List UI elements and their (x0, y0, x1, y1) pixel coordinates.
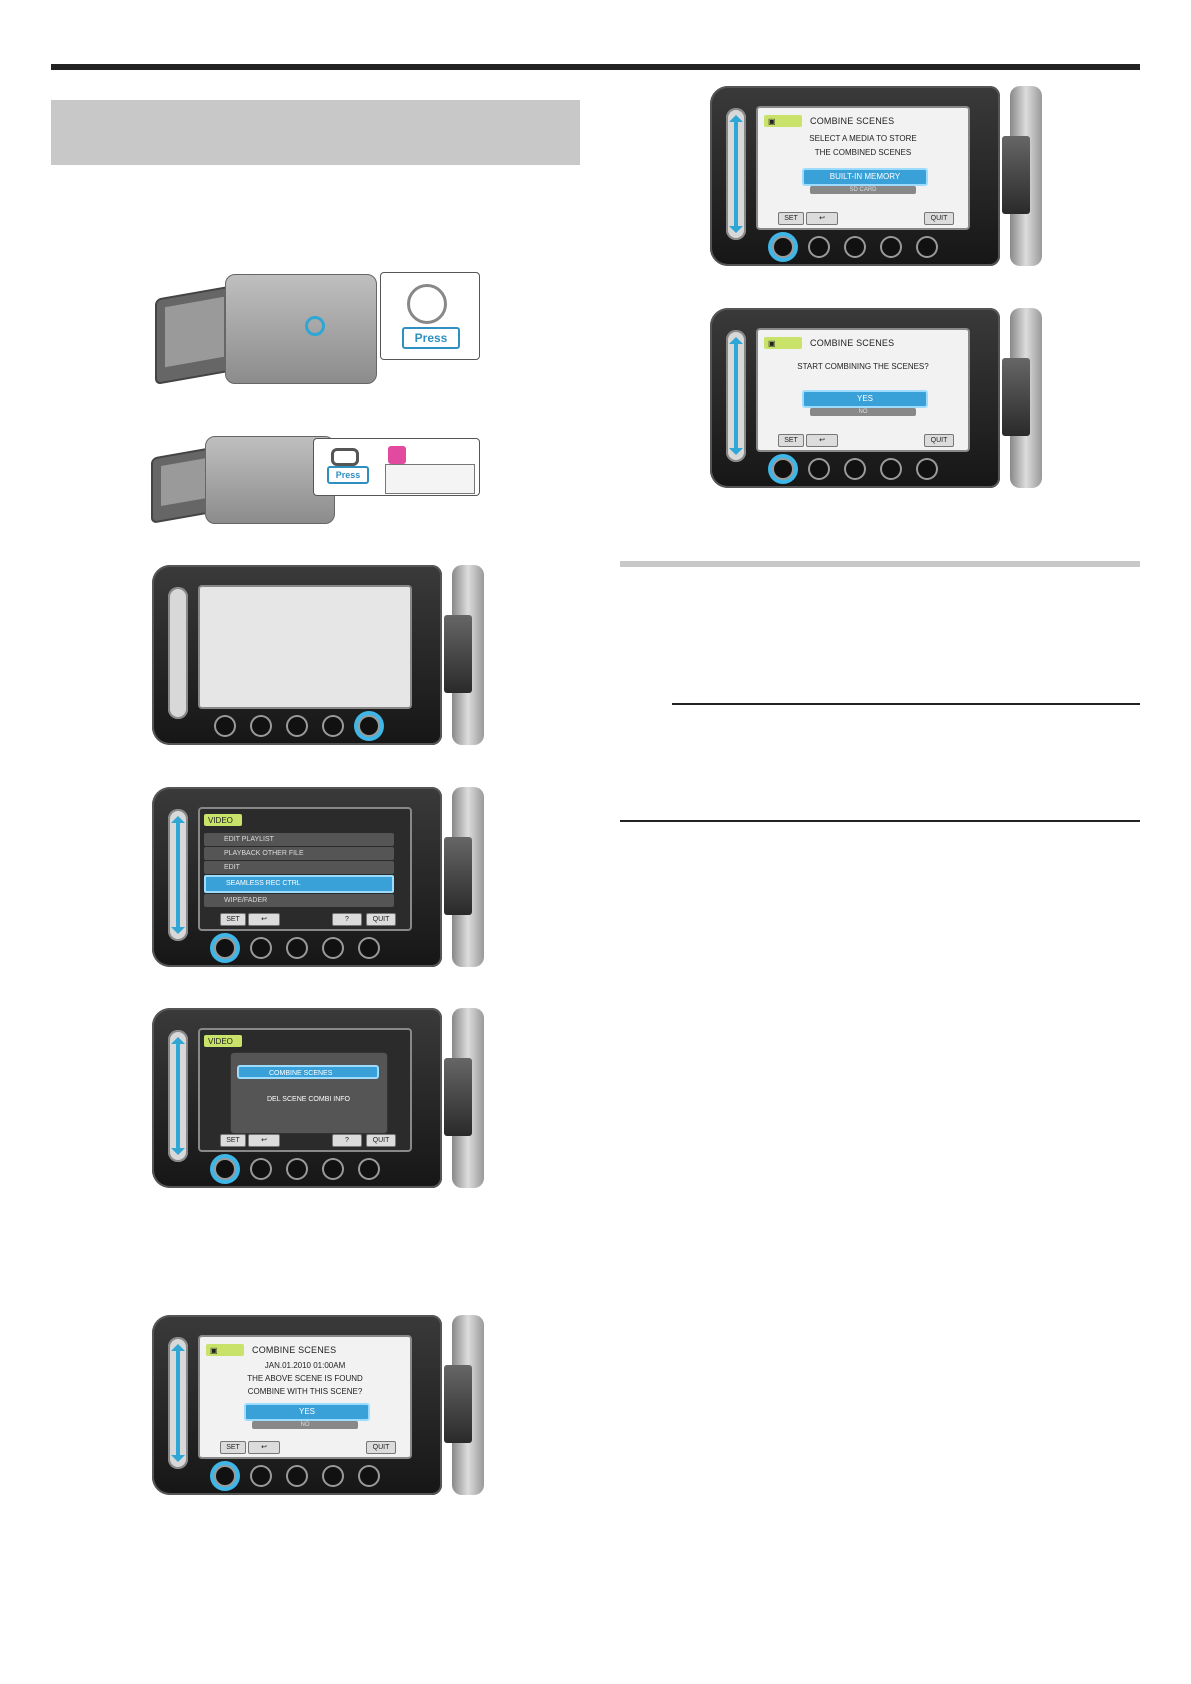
rule-line (672, 703, 1140, 705)
quit-softkey[interactable]: QUIT (924, 212, 954, 225)
menu-item[interactable]: EDIT (204, 861, 394, 874)
scene-datetime: JAN.01.2010 01:00AM (264, 1361, 346, 1370)
set-softkey[interactable]: SET (778, 434, 804, 447)
video-mode-icon (388, 446, 406, 464)
ok-button[interactable] (774, 460, 792, 478)
message-line: SELECT A MEDIA TO STORE (809, 134, 917, 143)
playback-button-icon (407, 284, 447, 324)
menu-item[interactable]: PLAYBACK OTHER FILE (204, 847, 394, 860)
rule-line (620, 820, 1140, 822)
screen-title: COMBINE SCENES (252, 1345, 337, 1355)
ok-button[interactable] (216, 939, 234, 957)
ok-button[interactable] (774, 238, 792, 256)
section-heading-bar (51, 100, 580, 165)
combine-scenes-item[interactable]: COMBINE SCENES (237, 1065, 379, 1079)
set-softkey[interactable]: SET (220, 1441, 246, 1454)
back-softkey[interactable]: ↩ (248, 1441, 280, 1454)
set-softkey[interactable]: SET (220, 913, 246, 926)
back-softkey[interactable]: ↩ (248, 913, 280, 926)
menu-button[interactable] (360, 717, 378, 735)
press-label: Press (327, 466, 369, 484)
message-line: THE ABOVE SCENE IS FOUND (247, 1374, 363, 1383)
screen-title: COMBINE SCENES (810, 116, 895, 126)
back-softkey[interactable]: ↩ (806, 212, 838, 225)
back-softkey[interactable]: ↩ (248, 1134, 280, 1147)
yes-button[interactable]: YES (802, 390, 928, 408)
no-button[interactable]: NO (252, 1421, 358, 1429)
menu-item[interactable]: EDIT PLAYLIST (204, 833, 394, 846)
menu-list: EDIT PLAYLIST PLAYBACK OTHER FILE EDIT S… (204, 833, 394, 908)
yes-button[interactable]: YES (244, 1403, 370, 1421)
ok-button[interactable] (216, 1467, 234, 1485)
set-softkey[interactable]: SET (778, 212, 804, 225)
back-softkey[interactable]: ↩ (806, 434, 838, 447)
press-label: Press (402, 327, 460, 349)
video-tab[interactable]: VIDEO (204, 814, 242, 826)
video-icon: ▣ (764, 115, 802, 127)
camcorder-mode-illustration: Press (145, 430, 480, 530)
submenu-popup: COMBINE SCENES DEL SCENE COMBI INFO (230, 1052, 388, 1134)
section-separator (620, 561, 1140, 567)
message-line: START COMBINING THE SCENES? (797, 362, 929, 371)
quit-softkey[interactable]: QUIT (366, 1441, 396, 1454)
built-in-memory-button[interactable]: BUILT-IN MEMORY (802, 168, 928, 186)
quit-softkey[interactable]: QUIT (924, 434, 954, 447)
quit-softkey[interactable]: QUIT (366, 1134, 396, 1147)
message-line: THE COMBINED SCENES (814, 148, 912, 157)
message-line: COMBINE WITH THIS SCENE? (247, 1387, 363, 1396)
menu-item-selected[interactable]: SEAMLESS REC CTRL (204, 875, 394, 893)
top-rule (51, 64, 1140, 70)
video-icon: ▣ (206, 1344, 244, 1356)
screen-title: COMBINE SCENES (810, 338, 895, 348)
ok-button[interactable] (216, 717, 234, 735)
sd-card-button[interactable]: SD CARD (810, 186, 916, 194)
quit-softkey[interactable]: QUIT (366, 913, 396, 926)
ok-button[interactable] (216, 1160, 234, 1178)
no-button[interactable]: NO (810, 408, 916, 416)
help-softkey[interactable]: ? (332, 913, 362, 926)
del-scene-combi-info-item[interactable]: DEL SCENE COMBI INFO (267, 1096, 350, 1103)
help-softkey[interactable]: ? (332, 1134, 362, 1147)
video-tab[interactable]: VIDEO (204, 1035, 242, 1047)
camcorder-playback-illustration: Press (145, 262, 480, 392)
set-softkey[interactable]: SET (220, 1134, 246, 1147)
video-icon: ▣ (764, 337, 802, 349)
menu-item[interactable]: WIPE/FADER (204, 894, 394, 907)
